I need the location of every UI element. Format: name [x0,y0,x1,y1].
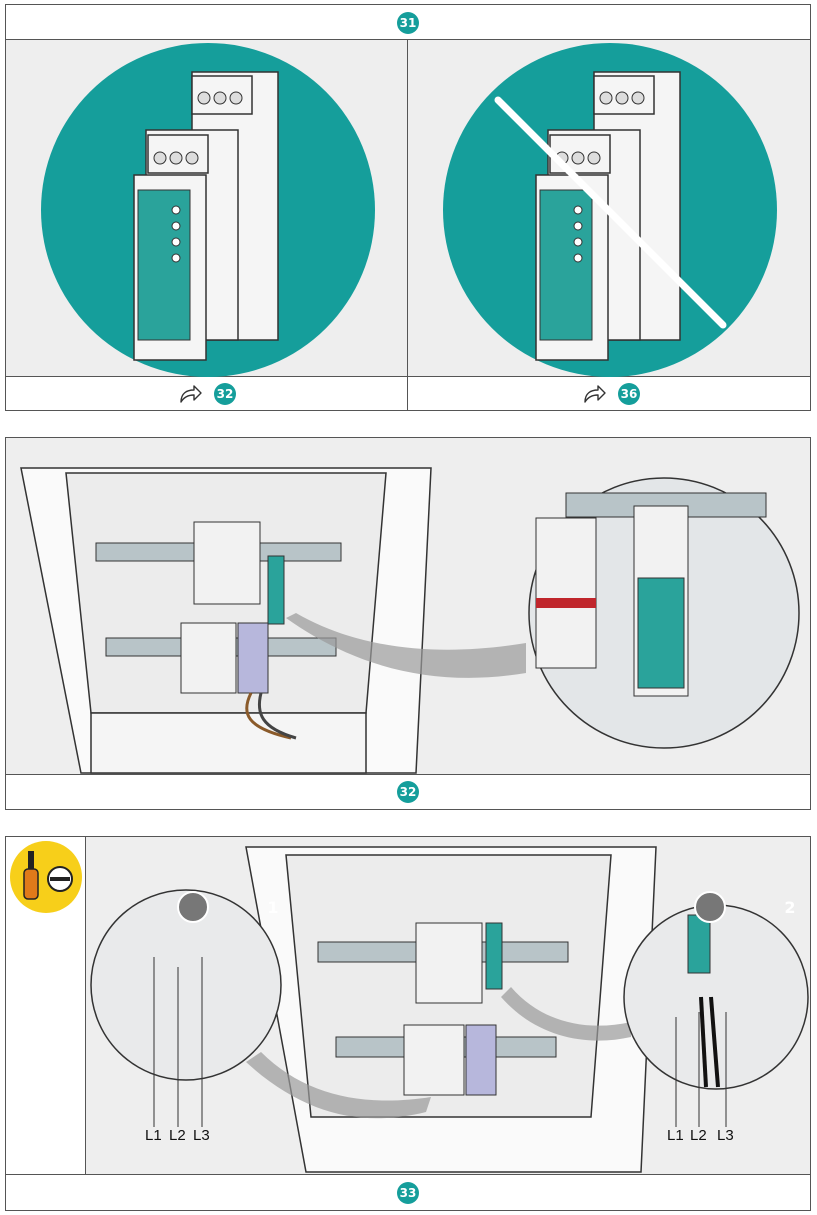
arrow-curved-right-icon [178,383,204,410]
tool-column [6,837,86,1175]
step-31-footer-right: 36 [408,377,810,410]
step-31-header: 31 [6,5,810,40]
step-32-panel: 32 [5,437,811,810]
phase-label-l3-right: L3 [717,1127,734,1144]
phase-wiring-illustration: 1 2 L1 L2 L3 L1 L2 L3 [86,837,810,1175]
step-33-footer: 33 [6,1175,810,1210]
screwdriver-flat-icon [10,841,82,913]
next-step-badge[interactable]: 32 [214,383,236,405]
phase-label-l2-left: L2 [169,1127,186,1144]
arrow-curved-right-icon [582,383,608,410]
phase-label-l1-right: L1 [667,1127,684,1144]
strike-through-mark [494,96,727,329]
next-step-badge[interactable]: 36 [618,383,640,405]
step-31-panel: 31 [5,4,811,411]
callout-number-2: 2 [784,898,796,917]
step-32-footer: 32 [6,775,810,809]
phase-label-l3-left: L3 [193,1127,210,1144]
incorrect-device-orientation-image [408,40,810,377]
step-33-panel: 1 2 L1 L2 L3 L1 L2 L3 33 [5,836,811,1211]
step-number-badge: 31 [397,12,419,34]
cabinet-mounting-illustration [6,438,810,775]
step-number-badge: 32 [397,781,419,803]
correct-device-orientation-image [6,40,408,377]
step-number-badge: 33 [397,1182,419,1204]
phase-label-l2-right: L2 [690,1127,707,1144]
zoom-callout-left [90,889,282,1081]
step-31-footer-left: 32 [6,377,408,410]
phase-label-l1-left: L1 [145,1127,162,1144]
callout-number-1: 1 [267,898,279,917]
